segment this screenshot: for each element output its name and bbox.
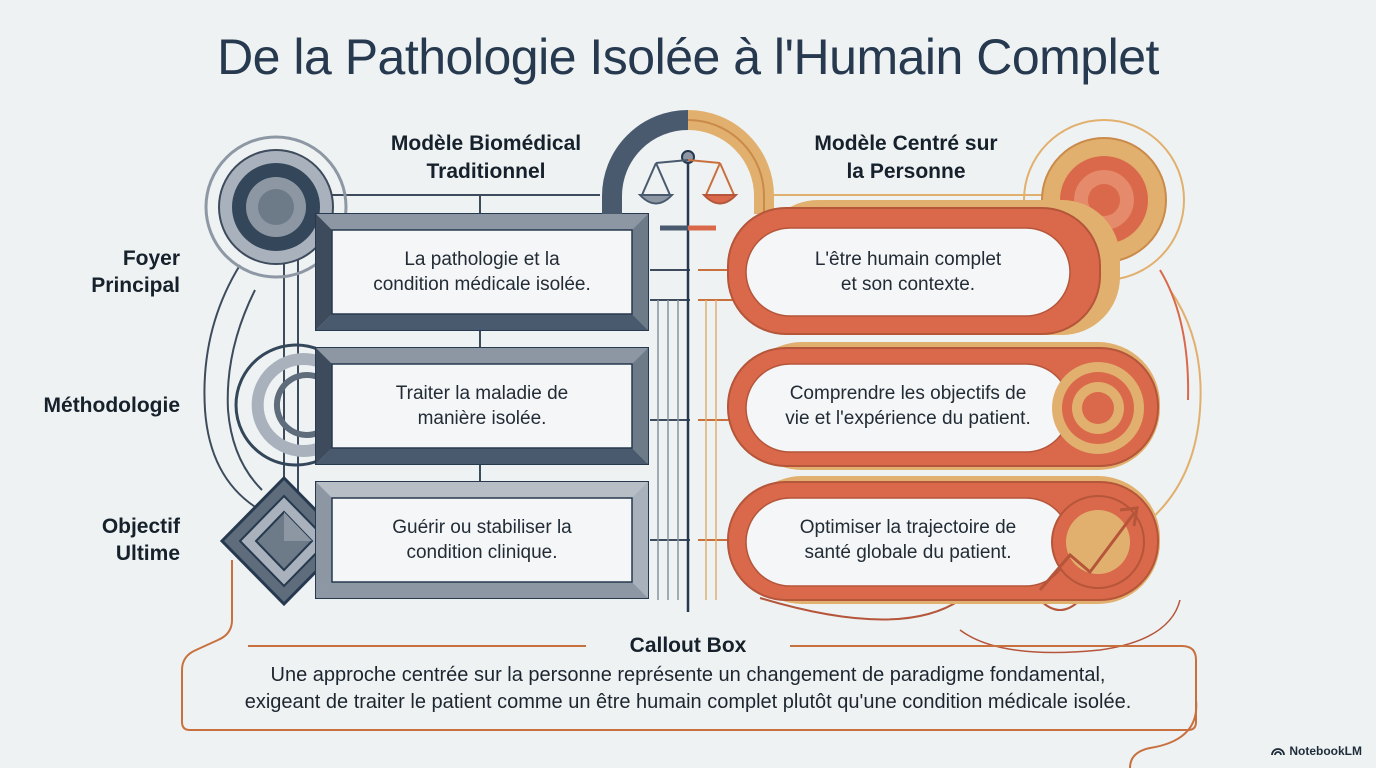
left-column-heading: Modèle Biomédical Traditionnel xyxy=(390,132,582,183)
page-title: De la Pathologie Isolée à l'Humain Compl… xyxy=(217,29,1159,85)
notebooklm-logo-icon xyxy=(1271,748,1286,756)
right-cell-methodologie: Comprendre les objectifs de vie et l'exp… xyxy=(785,383,1031,429)
left-box-1 xyxy=(315,213,649,331)
callout-frame xyxy=(181,560,1198,768)
row-label-methodologie: Méthodologie xyxy=(43,394,180,417)
growth-arrow-icon xyxy=(1038,495,1145,591)
target-rings-icon xyxy=(1052,362,1144,454)
methodology-arcs-icon xyxy=(234,343,323,467)
brand-watermark: NotebookLM xyxy=(1271,744,1362,758)
left-box-3 xyxy=(315,481,649,599)
right-column-heading: Modèle Centré sur la Personne xyxy=(814,132,998,183)
row-label-objectif: Objectif Ultime xyxy=(101,515,180,565)
right-pill-1 xyxy=(727,200,1120,335)
left-box-2 xyxy=(315,347,649,465)
right-cell-foyer: L'être humain complet et son contexte. xyxy=(814,249,1002,295)
left-cell-methodologie: Traiter la maladie de manière isolée. xyxy=(395,383,569,429)
balance-arch xyxy=(602,110,774,214)
left-cell-foyer: La pathologie et la condition médicale i… xyxy=(373,249,591,295)
right-frame-lines xyxy=(698,194,1202,654)
right-pill-2 xyxy=(727,342,1160,470)
callout-title: Callout Box xyxy=(588,634,788,658)
left-cell-objectif: Guérir ou stabiliser la condition cliniq… xyxy=(392,517,572,563)
balance-scale-icon xyxy=(637,150,739,612)
brand-label: NotebookLM xyxy=(1289,744,1362,758)
callout-text: Une approche centrée sur la personne rep… xyxy=(244,664,1132,713)
target-icon xyxy=(204,135,348,279)
row-label-foyer: Foyer Principal xyxy=(91,247,180,297)
right-cell-objectif: Optimiser la trajectoire de santé global… xyxy=(799,517,1017,563)
right-pill-3 xyxy=(727,476,1160,604)
